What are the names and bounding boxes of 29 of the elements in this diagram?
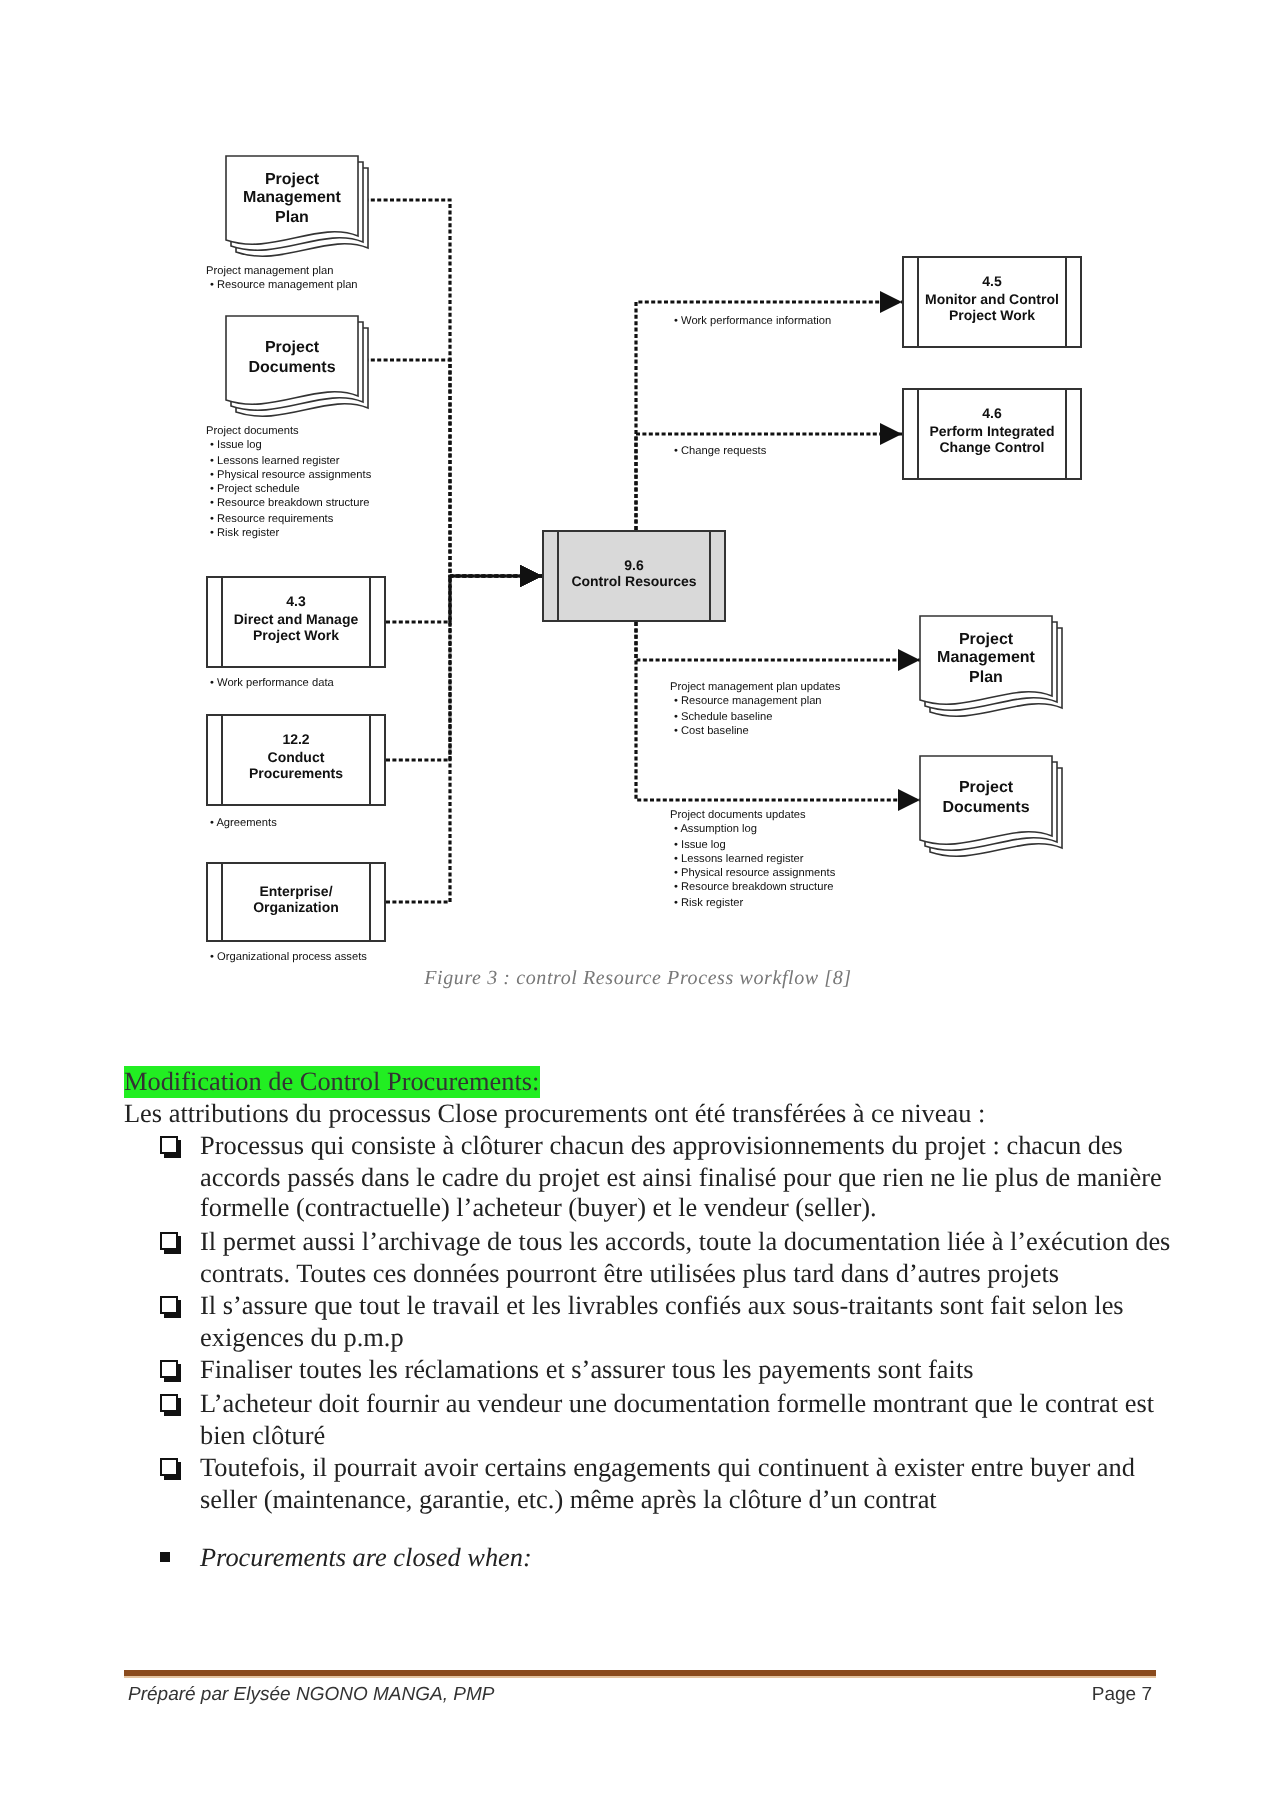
node-label: Project Documents <box>246 338 338 378</box>
checklist-item: Toutefois, il pourrait avoir certains engagements qui continuent à exister entre buyer and seller (maintenance, garantie, etc.) même après la clôture d’un contrat <box>200 1452 1137 1515</box>
checklist-item: Il s’assure que tout le travail et les livrables confiés aux sous-traitants sont fait selon les exigences du p.m.p <box>200 1290 1126 1353</box>
arrow <box>386 564 542 904</box>
node-label: Project Management Plan <box>241 169 343 227</box>
checklist-item: L’acheteur doit fournir au vendeur une documentation formelle montrant que le contrat est bien clôturé <box>200 1387 1157 1451</box>
process-box <box>206 576 386 668</box>
node-label: Project Documents <box>940 778 1032 818</box>
process-box <box>902 256 1082 348</box>
process-box <box>542 530 726 622</box>
document-shape <box>226 156 370 260</box>
document-shape <box>226 316 370 420</box>
process-box <box>206 862 386 942</box>
process-box <box>206 714 386 806</box>
arrow <box>634 422 902 530</box>
checklist-item: Finaliser toutes les réclamations et s’assurer tous les payements sont faits <box>200 1354 976 1386</box>
figure-caption: Figure 3 : control Resource Process workflow [8] <box>424 968 852 990</box>
section-heading: Modification de Control Procurements: <box>124 1066 540 1098</box>
arrow <box>634 622 920 812</box>
document-shape <box>920 756 1064 860</box>
page-number: Page 7 <box>1091 1684 1152 1706</box>
process-box <box>902 388 1082 480</box>
paragraph: Les attributions du processus Close procurements ont été transférées à ce niveau : <box>124 1097 988 1129</box>
checklist-item: Il permet aussi l’archivage de tous les accords, toute la documentation liée à l’exécution des contrats. Toutes ces données pourront être utilisées plus tard dans d’autres projets <box>200 1225 1173 1289</box>
footer-author: Préparé par Elysée NGONO MANGA, PMP <box>128 1684 495 1706</box>
node-label: Project Management Plan <box>935 629 1037 687</box>
document-shape <box>920 616 1064 720</box>
bullet-text: Procurements are closed when: <box>200 1542 534 1574</box>
checklist-item: Processus qui consiste à clôturer chacun des approvisionnements du projet : chacun des accords passés dans le cadre du projet est ainsi finalisé pour que rien ne lie plus de manière formelle (contractuelle) l’acheteur (buyer) et le vendeur (seller). <box>200 1130 1164 1224</box>
